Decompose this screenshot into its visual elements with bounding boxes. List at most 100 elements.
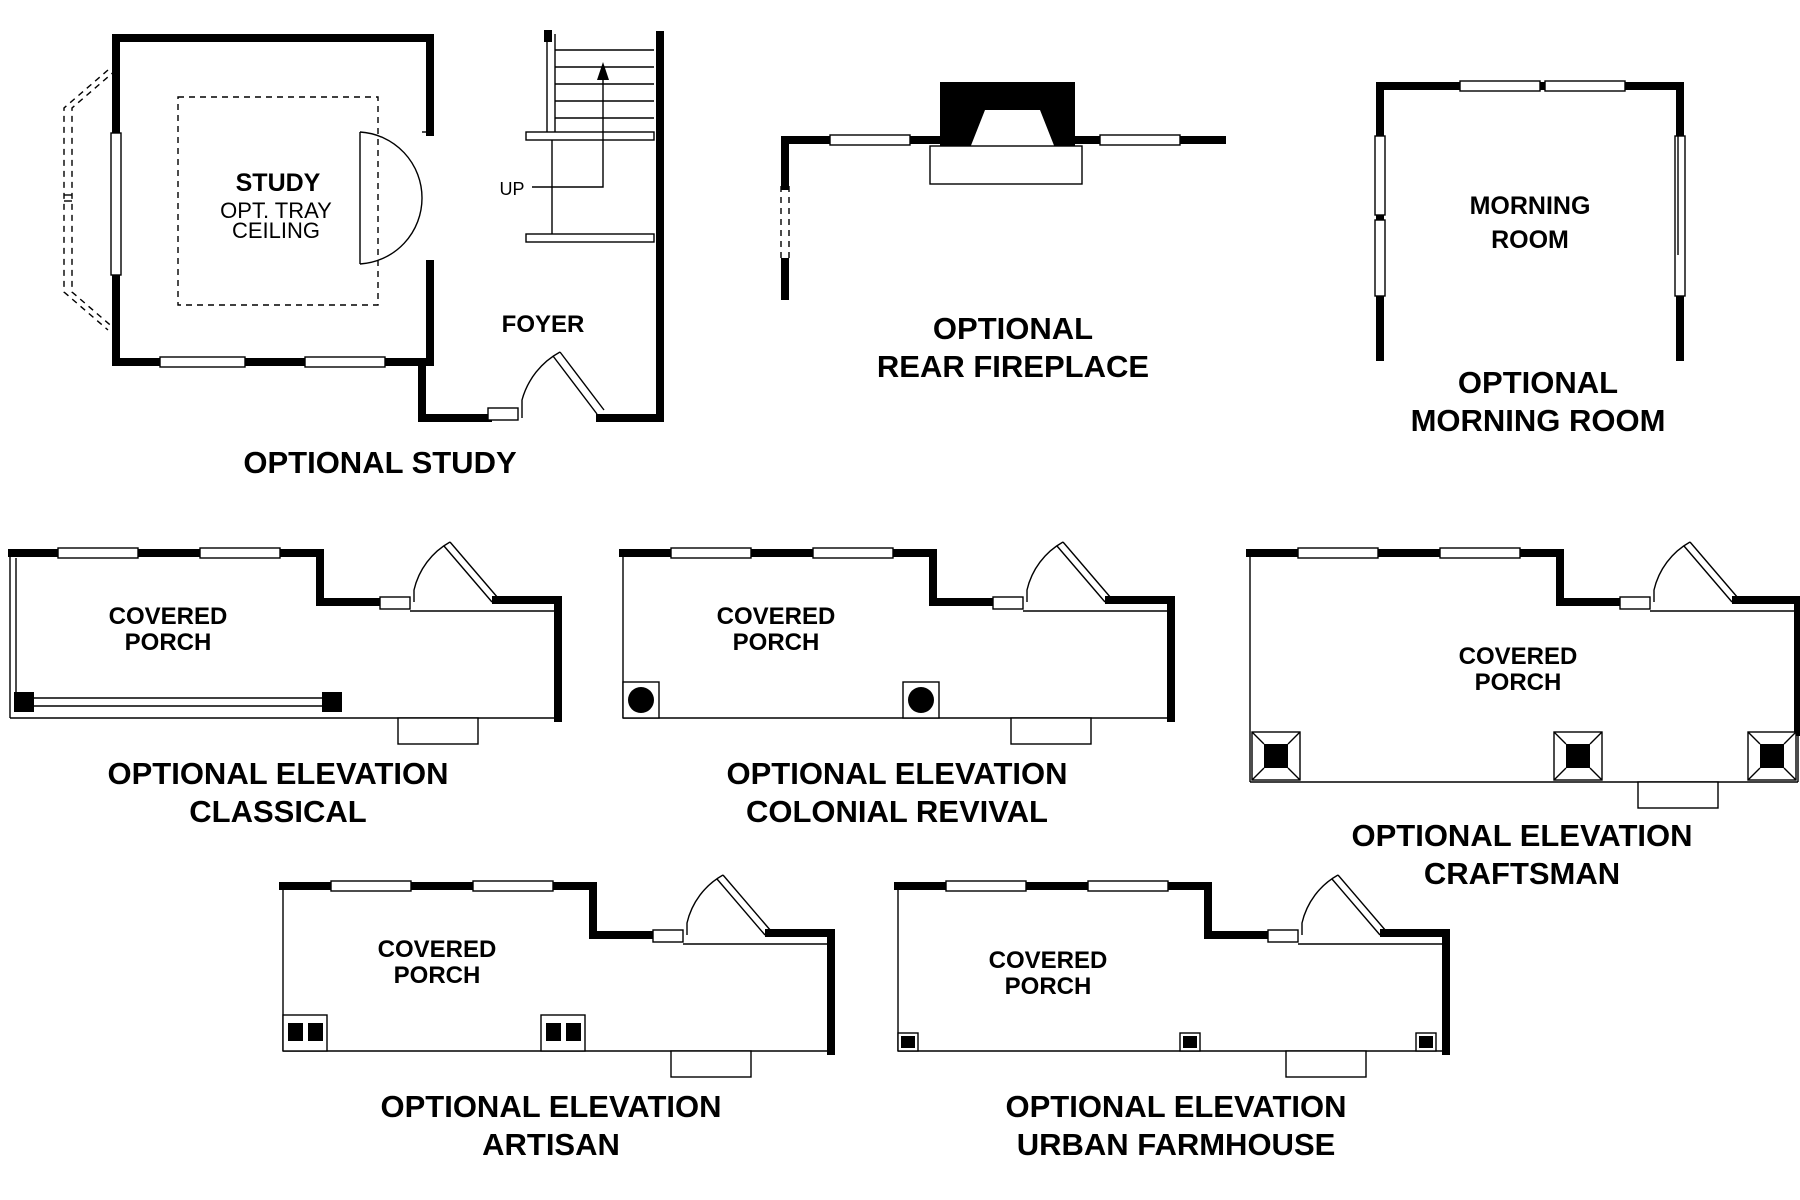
- porch-wall: [1732, 596, 1800, 736]
- porch-label: PORCH: [733, 629, 820, 656]
- porch-window: [57, 547, 411, 610]
- classical-caption: CLASSICAL: [189, 794, 366, 829]
- porch-wall: [1380, 929, 1450, 1055]
- elevation-farmhouse-plan: COVERED PORCH OPTIONAL ELEVATION URBAN F…: [894, 874, 1450, 1162]
- porch-wall: [1164, 882, 1272, 939]
- elevation-colonial-plan: COVERED PORCH OPTIONAL ELEVATION COLONIA…: [619, 541, 1175, 829]
- fireplace-wall: [781, 136, 834, 190]
- porch-step: [397, 717, 479, 745]
- porch-label: COVERED: [378, 936, 497, 963]
- porch-column: [622, 681, 660, 719]
- foyer-entry-door: [521, 351, 605, 418]
- porch-label: COVERED: [1459, 643, 1578, 670]
- fireplace-firebox: [940, 82, 1075, 148]
- porch-wall: [276, 549, 384, 606]
- porch-railing: [9, 553, 558, 719]
- porch-column: [1415, 1032, 1437, 1052]
- optional-fireplace-plan: OPTIONAL REAR FIREPLACE: [780, 82, 1226, 384]
- elevation-craftsman-plan: COVERED PORCH OPTIONAL ELEVATION CRAFTSM…: [1246, 541, 1800, 891]
- tray-ceiling-outline: [177, 96, 379, 306]
- study-window: [159, 356, 386, 368]
- morning-room-label: ROOM: [1491, 226, 1569, 254]
- porch-column: [1179, 1032, 1201, 1052]
- colonial-caption: COLONIAL REVIVAL: [746, 794, 1048, 829]
- porch-door: [1298, 874, 1446, 945]
- porch-window: [330, 880, 684, 943]
- sidelight: [487, 407, 519, 421]
- porch-label: PORCH: [1475, 669, 1562, 696]
- porch-label: COVERED: [989, 947, 1108, 974]
- study-bay-window: [63, 69, 122, 331]
- study-french-doors: [359, 131, 430, 265]
- porch-column: [1251, 731, 1301, 781]
- porch-label: PORCH: [125, 629, 212, 656]
- porch-window: [670, 547, 1024, 610]
- porch-column: [322, 692, 342, 712]
- study-wall: [112, 34, 434, 137]
- tray-ceiling-label: CEILING: [232, 218, 320, 243]
- porch-wall: [1105, 596, 1175, 722]
- porch-wall: [889, 549, 997, 606]
- porch-column: [902, 681, 940, 719]
- staircase: [525, 34, 655, 243]
- craftsman-caption: OPTIONAL ELEVATION: [1351, 818, 1692, 853]
- foyer-label: FOYER: [502, 311, 585, 338]
- fireplace-caption: REAR FIREPLACE: [877, 349, 1149, 384]
- porch-wall: [765, 929, 835, 1055]
- optional-morning-room-plan: MORNING ROOM OPTIONAL MORNING ROOM: [1374, 80, 1686, 438]
- porch-window: [945, 880, 1299, 943]
- elevation-artisan-plan: COVERED PORCH OPTIONAL ELEVATION ARTISAN: [279, 874, 835, 1162]
- porch-step: [1010, 717, 1092, 745]
- tray-ceiling-label: OPT. TRAY: [220, 198, 332, 223]
- stair-up-label: UP: [499, 179, 524, 199]
- elevation-classical-plan: COVERED PORCH OPTIONAL ELEVATION CLASSIC…: [8, 541, 562, 829]
- fireplace-caption: OPTIONAL: [933, 311, 1093, 346]
- artisan-caption: OPTIONAL ELEVATION: [380, 1089, 721, 1124]
- porch-column: [897, 1032, 919, 1052]
- optional-study-caption: OPTIONAL STUDY: [243, 445, 517, 480]
- porch-step: [1285, 1050, 1367, 1078]
- porch-label: COVERED: [717, 603, 836, 630]
- porch-door: [410, 541, 558, 612]
- porch-column: [1553, 731, 1603, 781]
- craftsman-caption: CRAFTSMAN: [1424, 856, 1620, 891]
- morning-room-window: [1374, 80, 1626, 297]
- fireplace-window: [1099, 134, 1181, 146]
- artisan-caption: ARTISAN: [482, 1127, 620, 1162]
- porch-wall: [492, 596, 562, 722]
- farmhouse-caption: URBAN FARMHOUSE: [1017, 1127, 1336, 1162]
- porch-step: [670, 1050, 752, 1078]
- porch-column: [540, 1014, 586, 1052]
- morning-room-wall: [1621, 82, 1684, 140]
- colonial-caption: OPTIONAL ELEVATION: [726, 756, 1067, 791]
- classical-caption: OPTIONAL ELEVATION: [107, 756, 448, 791]
- porch-door: [683, 874, 831, 945]
- porch-wall: [549, 882, 657, 939]
- porch-door: [1023, 541, 1171, 612]
- farmhouse-caption: OPTIONAL ELEVATION: [1005, 1089, 1346, 1124]
- porch-door: [1650, 541, 1798, 612]
- fireplace-hearth: [929, 145, 1083, 185]
- porch-wall: [1516, 549, 1624, 606]
- porch-label: PORCH: [394, 962, 481, 989]
- morning-room-slider-door: [1674, 135, 1686, 297]
- fireplace-side-window: [780, 186, 790, 262]
- porch-window: [1297, 547, 1651, 610]
- study-room-label: STUDY: [236, 169, 321, 197]
- optional-study-plan: STUDY OPT. TRAY CEILING UP FOYER OPTIONA…: [63, 30, 664, 480]
- study-wall: [112, 271, 164, 366]
- porch-step: [1637, 781, 1719, 809]
- fireplace-window: [829, 134, 911, 146]
- porch-column: [14, 692, 34, 712]
- foyer-wall: [418, 358, 492, 422]
- porch-label: PORCH: [1005, 973, 1092, 1000]
- porch-column: [1747, 731, 1797, 781]
- porch-label: COVERED: [109, 603, 228, 630]
- morning-room-wall: [1376, 82, 1464, 140]
- morning-room-caption: MORNING ROOM: [1411, 403, 1666, 438]
- morning-room-caption: OPTIONAL: [1458, 365, 1618, 400]
- study-wall: [381, 260, 434, 366]
- porch-column: [282, 1014, 328, 1052]
- morning-room-label: MORNING: [1470, 192, 1591, 220]
